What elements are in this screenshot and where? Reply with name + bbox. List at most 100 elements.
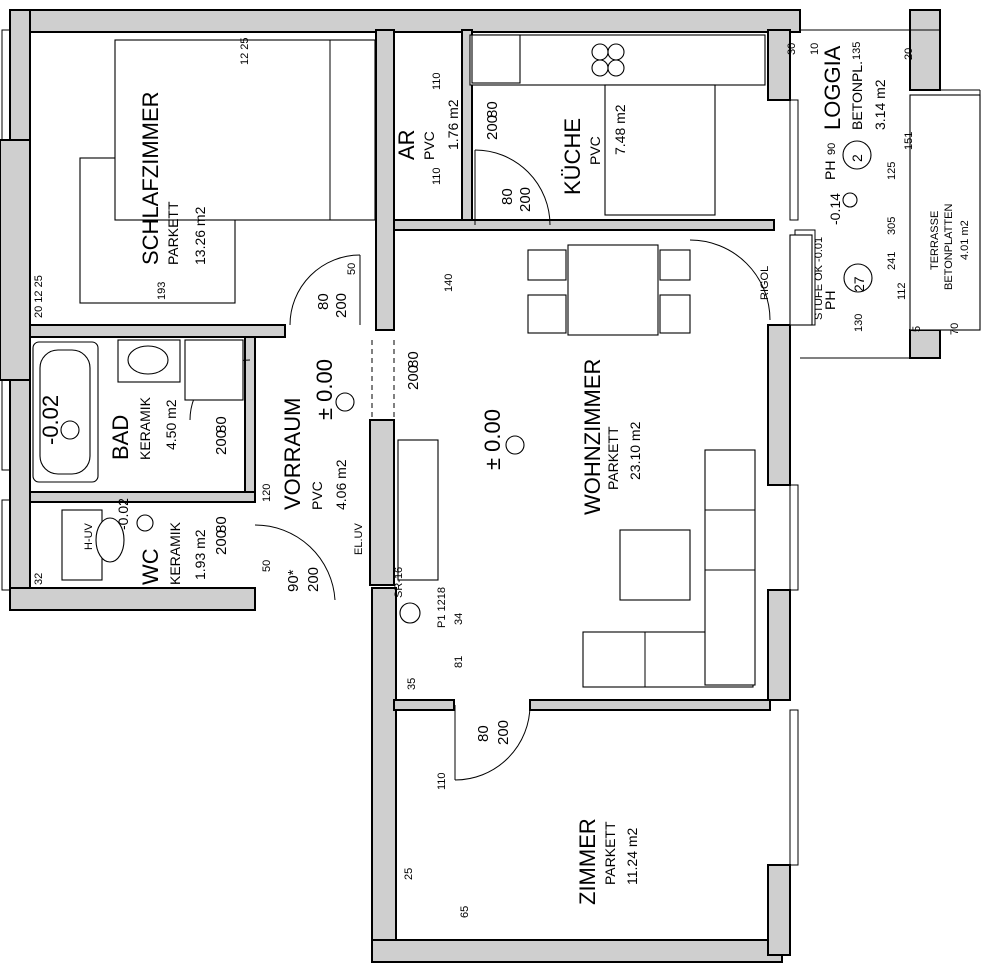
level-stufe: STUFE OK -0.01 [813, 237, 825, 320]
room-area: 23.10 m2 [627, 421, 643, 480]
dim-label: SR-16 [393, 567, 405, 598]
room-name: AR [394, 129, 419, 160]
furniture [32, 34, 981, 688]
room-area: 4.06 m2 [333, 459, 349, 510]
door-eingang-h: 200 [305, 567, 322, 592]
dim-label: 20 12 25 [33, 275, 45, 318]
dim-label: 90 [826, 143, 838, 155]
room-name: LOGGIA [820, 45, 845, 130]
dim-label: 135 [851, 42, 863, 60]
dim-label: 81 [453, 656, 465, 668]
dim-label: P1 1218 [436, 587, 448, 628]
dim-label: 110 [431, 167, 443, 185]
walls [0, 9, 941, 963]
level-vorraum: ± 0.00 [312, 359, 337, 420]
dim-label: 10 [809, 43, 821, 55]
room-area: 13.26 m2 [192, 206, 208, 265]
dim-label: 34 [453, 613, 465, 625]
dim-label: 65 [459, 906, 471, 918]
room-name: BAD [108, 415, 133, 460]
room-area: 11.24 m2 [624, 827, 640, 885]
socket-icon [399, 602, 421, 624]
loggia-number-icon [842, 140, 872, 170]
dim-label: 50 [346, 263, 358, 275]
level-markers [60, 140, 873, 624]
level-marker-icon [60, 420, 80, 440]
dim-label: 70 [949, 323, 961, 335]
room-floor: PVC [421, 131, 437, 160]
door-zimmer-w: 80 [475, 725, 492, 742]
loggia-number: 2 [849, 154, 865, 162]
room-area: 3.14 m2 [872, 79, 888, 130]
room-name: VORRAUM [280, 398, 305, 510]
dim-label: 20 [903, 48, 915, 60]
dim-label: 305 [886, 217, 898, 235]
door-bad-w: 200 [213, 430, 230, 455]
dim-label: 35 [406, 678, 418, 690]
room-name: WC [138, 548, 163, 585]
room-area: 4.01 m2 [959, 220, 971, 260]
dim-label: 130 [853, 314, 865, 332]
room-name: SCHLAFZIMMER [138, 91, 163, 265]
dim-label: 151 [903, 132, 915, 150]
dim-label: 125 [886, 162, 898, 180]
room-floor: KERAMIK [137, 396, 153, 460]
dim-label: RIGOL [759, 266, 771, 300]
door-labels: 80 200 200 80 80 200 200 80 200 80 200 8… [213, 101, 534, 745]
level-wc: -0.02 [115, 498, 131, 530]
room-floor: PARKETT [602, 821, 618, 885]
level-marker-icon [842, 192, 858, 208]
door-schlaf-w: 80 [315, 293, 332, 310]
level-loggia-prefix: PH [822, 161, 838, 180]
level-marker-icon [335, 392, 355, 412]
room-floor: BETONPLATTEN [943, 204, 955, 290]
level-terrasse-prefix: PH [822, 291, 838, 310]
dim-label: 12 25 [239, 37, 251, 65]
dim-label: 241 [886, 252, 898, 270]
room-area: 1.76 m2 [445, 99, 461, 150]
dim-label: 193 [156, 282, 168, 300]
dim-label: 32 [33, 573, 45, 585]
room-floor: PVC [309, 481, 325, 510]
room-area: 7.48 m2 [612, 104, 628, 155]
level-loggia: -0.14 [827, 193, 843, 225]
door-bad-h: 80 [213, 416, 230, 433]
dim-label: 140 [443, 274, 455, 292]
dim-label: 120 [261, 484, 273, 502]
dim-label: 50 [261, 560, 273, 572]
dim-label: EL.UV [353, 523, 365, 555]
door-eingang-w: 90* [285, 569, 302, 592]
dim-label: 5 [911, 326, 923, 332]
dim-label: 112 [896, 282, 908, 300]
room-floor: PARKETT [605, 426, 621, 490]
dim-label: 110 [436, 772, 448, 790]
room-name: WOHNZIMMER [580, 359, 605, 515]
level-wohnzimmer: ± 0.00 [480, 409, 505, 470]
door-schlaf-h: 200 [333, 293, 350, 318]
level-bad: -0.02 [38, 395, 63, 445]
room-floor: PVC [587, 136, 603, 165]
terrasse-number: 27 [851, 276, 867, 292]
room-area: 1.93 m2 [192, 529, 208, 580]
room-floor: KERAMIK [167, 521, 183, 585]
room-name: KÜCHE [560, 118, 585, 195]
dim-label: 30 [786, 43, 798, 55]
door-kueche-w: 80 [499, 188, 516, 205]
level-labels: -0.02 -0.02 ± 0.00 ± 0.00 PH -0.14 PH ST… [38, 154, 867, 530]
door-ar-h: 80 [484, 101, 501, 118]
dimension-labels: 12 25 110 110 50 140 193 20 12 25 120 50… [33, 37, 961, 918]
door-zimmer-h: 200 [495, 720, 512, 745]
room-name: TERRASSE [929, 211, 941, 270]
room-floor: BETONPL. [849, 61, 865, 130]
terrasse-number-icon [843, 263, 873, 293]
level-marker-icon [136, 514, 154, 532]
room-area: 4.50 m2 [163, 399, 179, 450]
door-kueche-h: 200 [517, 187, 534, 212]
door-vorraum-h: 80 [405, 351, 422, 368]
level-marker-icon [505, 435, 525, 455]
door-wc-h: 80 [213, 516, 230, 533]
door-ar-w: 200 [484, 115, 501, 140]
door-vorraum-w: 200 [405, 365, 422, 390]
door-wc-w: 200 [213, 530, 230, 555]
